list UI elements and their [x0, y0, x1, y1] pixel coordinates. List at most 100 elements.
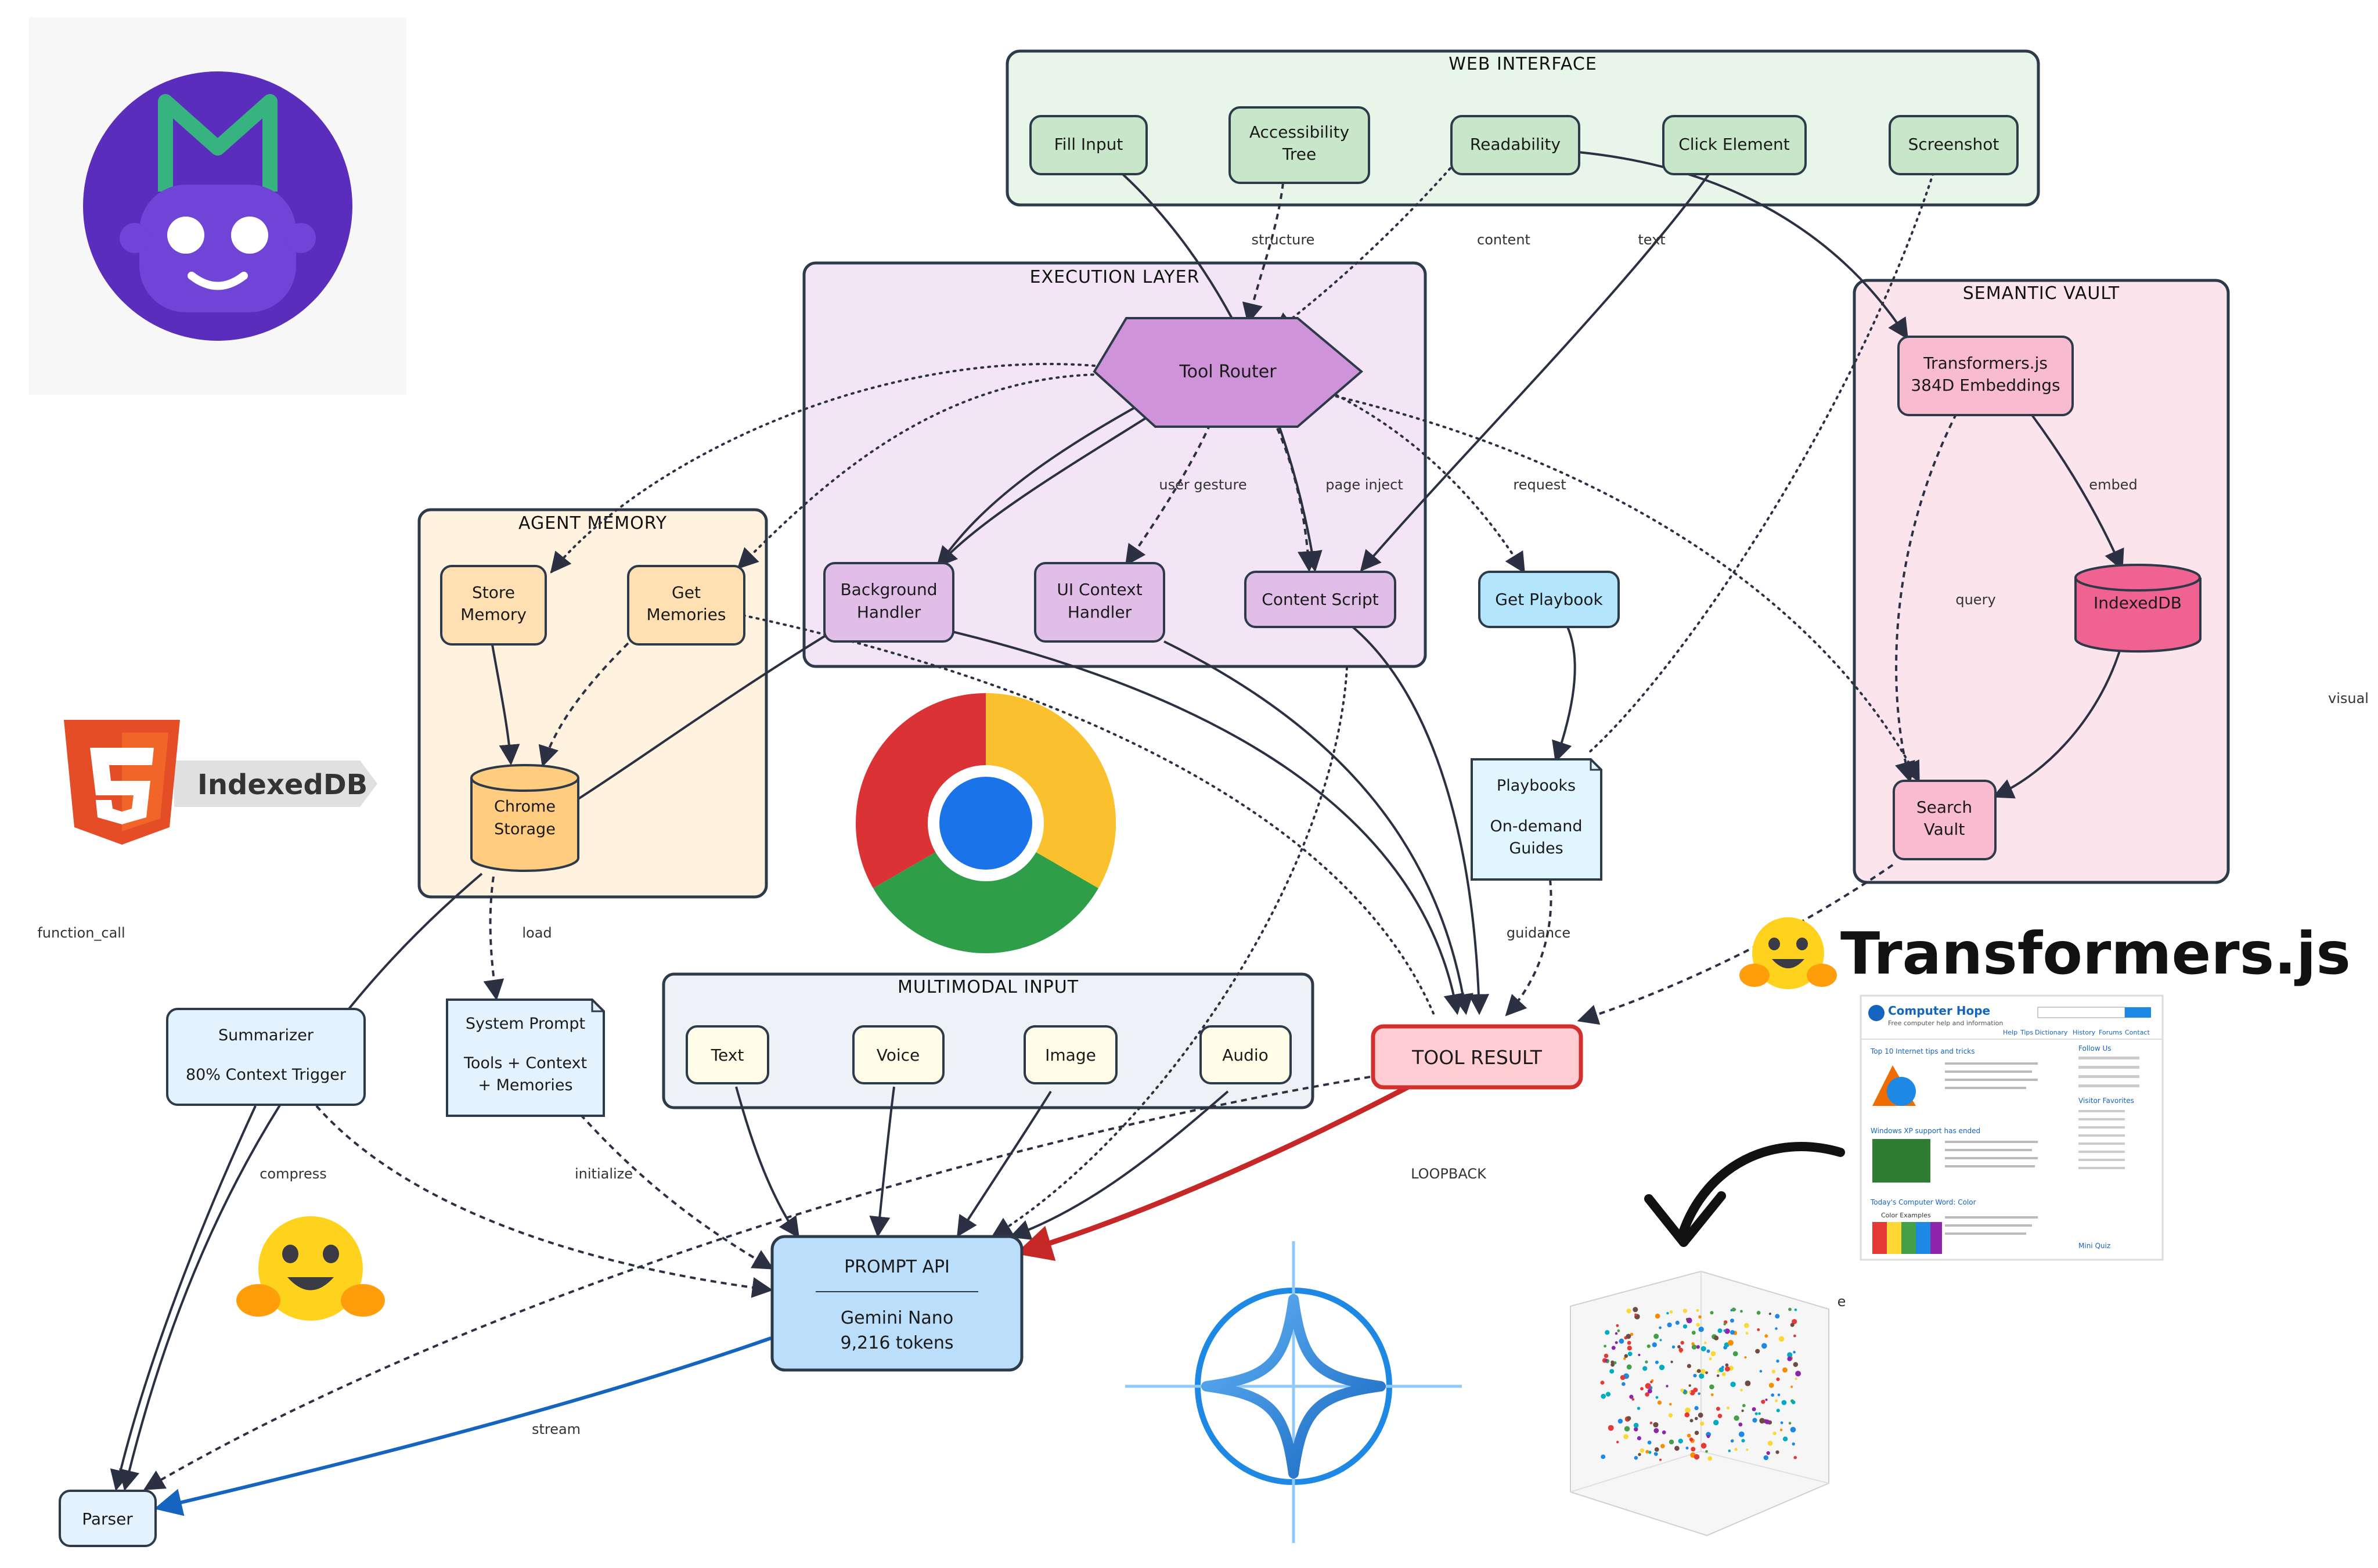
- scatter-point: [1767, 1440, 1773, 1446]
- node-indexeddb[interactable]: IndexedDB: [2074, 564, 2202, 653]
- node-fill-input[interactable]: Fill Input: [1029, 115, 1148, 175]
- scatter-point: [1740, 1389, 1743, 1392]
- scatter-point: [1741, 1410, 1744, 1412]
- svg-text:Audio: Audio: [1222, 1046, 1269, 1065]
- edge-transformers-searchvault: [1895, 413, 1958, 783]
- edges: [110, 151, 2124, 1491]
- scatter-point: [1765, 1398, 1768, 1401]
- scatter-point: [1724, 1366, 1730, 1372]
- node-get-memories[interactable]: Get Memories: [627, 565, 745, 646]
- scatter-point: [1605, 1359, 1608, 1362]
- node-background-handler[interactable]: Background Handler: [823, 562, 954, 643]
- screenshot-sidebar-title: Follow Us: [2078, 1044, 2112, 1052]
- scatter-point: [1640, 1448, 1645, 1453]
- scatter-point: [1696, 1309, 1699, 1312]
- node-system-prompt[interactable]: System Prompt Tools + Context + Memories: [446, 999, 605, 1117]
- scatter-point: [1775, 1450, 1779, 1454]
- svg-text:UI Context: UI Context: [1057, 580, 1142, 599]
- scatter-point: [1654, 1452, 1658, 1456]
- scatter-point: [1698, 1412, 1703, 1418]
- scatter-point: [1688, 1390, 1691, 1393]
- scatter-point: [1623, 1357, 1626, 1360]
- scatter-point: [1600, 1380, 1605, 1385]
- scatter-point: [1757, 1328, 1760, 1331]
- node-text[interactable]: Text: [686, 1025, 769, 1084]
- node-prompt-api[interactable]: PROMPT API Gemini Nano 9,216 tokens: [770, 1235, 1024, 1372]
- scatter-point: [1645, 1360, 1648, 1364]
- node-click-element[interactable]: Click Element: [1662, 115, 1807, 175]
- node-tool-router[interactable]: Tool Router: [1093, 317, 1364, 428]
- node-search-vault[interactable]: Search Vault: [1893, 780, 1997, 860]
- scatter-point: [1759, 1418, 1765, 1424]
- label-visual: visual: [2328, 690, 2369, 706]
- scatter-point: [1615, 1332, 1618, 1335]
- scatter-point: [1754, 1412, 1758, 1415]
- scatter-point: [1633, 1422, 1639, 1428]
- svg-text:Search: Search: [1916, 798, 1972, 817]
- node-readability[interactable]: Readability: [1450, 115, 1580, 175]
- node-summarizer[interactable]: Summarizer 80% Context Trigger: [166, 1008, 366, 1106]
- scatter-point: [1678, 1347, 1684, 1353]
- scatter-point: [1716, 1407, 1720, 1411]
- node-playbooks[interactable]: Playbooks On-demand Guides: [1471, 758, 1602, 881]
- scatter-point: [1659, 1339, 1662, 1342]
- scatter-point: [1787, 1356, 1792, 1361]
- scatter-point: [1669, 1310, 1673, 1314]
- node-store-memory[interactable]: Store Memory: [440, 565, 547, 646]
- node-transformers-embeddings[interactable]: Transformers.js 384D Embeddings: [1897, 336, 2074, 416]
- node-audio[interactable]: Audio: [1199, 1025, 1292, 1084]
- scatter-point: [1764, 1334, 1768, 1338]
- scatter-point: [1685, 1446, 1689, 1450]
- scatter-point: [1793, 1334, 1796, 1338]
- screenshot-swatch-caption: Color Examples: [1881, 1212, 1931, 1219]
- scatter-point: [1780, 1421, 1784, 1425]
- edge-storememory-chromestorage: [491, 641, 520, 766]
- hugging-face-emoji-left: [236, 1216, 385, 1321]
- node-ui-context-handler[interactable]: UI Context Handler: [1034, 562, 1165, 643]
- scatter-point: [1738, 1422, 1743, 1427]
- scatter-point: [1637, 1436, 1641, 1441]
- node-content-script[interactable]: Content Script: [1244, 571, 1396, 628]
- svg-text:Tree: Tree: [1282, 145, 1316, 164]
- scatter-point: [1790, 1426, 1796, 1433]
- scatter-point: [1721, 1365, 1724, 1369]
- scatter-point: [1742, 1404, 1746, 1407]
- node-screenshot[interactable]: Screenshot: [1889, 115, 2019, 175]
- scatter-point: [1638, 1452, 1641, 1457]
- label-loopback: LOOPBACK: [1411, 1166, 1487, 1182]
- scatter-point: [1730, 1439, 1734, 1443]
- scatter-point: [1630, 1332, 1634, 1336]
- scatter-point: [1617, 1418, 1623, 1424]
- node-tool-result[interactable]: TOOL RESULT: [1371, 1024, 1583, 1090]
- node-accessibility-tree[interactable]: Accessibility Tree: [1228, 106, 1370, 184]
- svg-text:+ Memories: + Memories: [478, 1076, 572, 1094]
- scatter-point: [1627, 1351, 1633, 1357]
- scatter-point: [1624, 1426, 1630, 1432]
- node-chrome-storage[interactable]: Chrome Storage: [470, 764, 579, 872]
- scatter-point: [1756, 1311, 1761, 1315]
- svg-text:IndexedDB: IndexedDB: [197, 769, 367, 801]
- scatter-point: [1647, 1389, 1652, 1394]
- node-image[interactable]: Image: [1024, 1025, 1118, 1084]
- scatter-point: [1755, 1349, 1760, 1354]
- scatter-point: [1772, 1432, 1777, 1436]
- scatter-point: [1744, 1322, 1749, 1328]
- scatter-point: [1700, 1443, 1707, 1449]
- svg-text:Gemini Nano: Gemini Nano: [841, 1308, 953, 1328]
- scatter-point: [1706, 1349, 1710, 1353]
- scatter-point: [1685, 1407, 1691, 1414]
- screenshot-nav-4: History: [2073, 1029, 2096, 1036]
- node-parser[interactable]: Parser: [59, 1490, 157, 1547]
- svg-text:Parser: Parser: [82, 1509, 133, 1529]
- node-get-playbook[interactable]: Get Playbook: [1478, 571, 1620, 628]
- scatter-point: [1677, 1345, 1681, 1349]
- svg-text:IndexedDB: IndexedDB: [2094, 593, 2182, 612]
- scatter-point: [1776, 1408, 1780, 1412]
- scatter-point: [1787, 1352, 1793, 1358]
- scatter-point: [1696, 1369, 1701, 1374]
- scatter-point: [1611, 1346, 1616, 1350]
- svg-text:Handler: Handler: [857, 603, 921, 622]
- scatter-point: [1626, 1364, 1632, 1370]
- scatter-point: [1752, 1407, 1756, 1411]
- node-voice[interactable]: Voice: [852, 1025, 945, 1084]
